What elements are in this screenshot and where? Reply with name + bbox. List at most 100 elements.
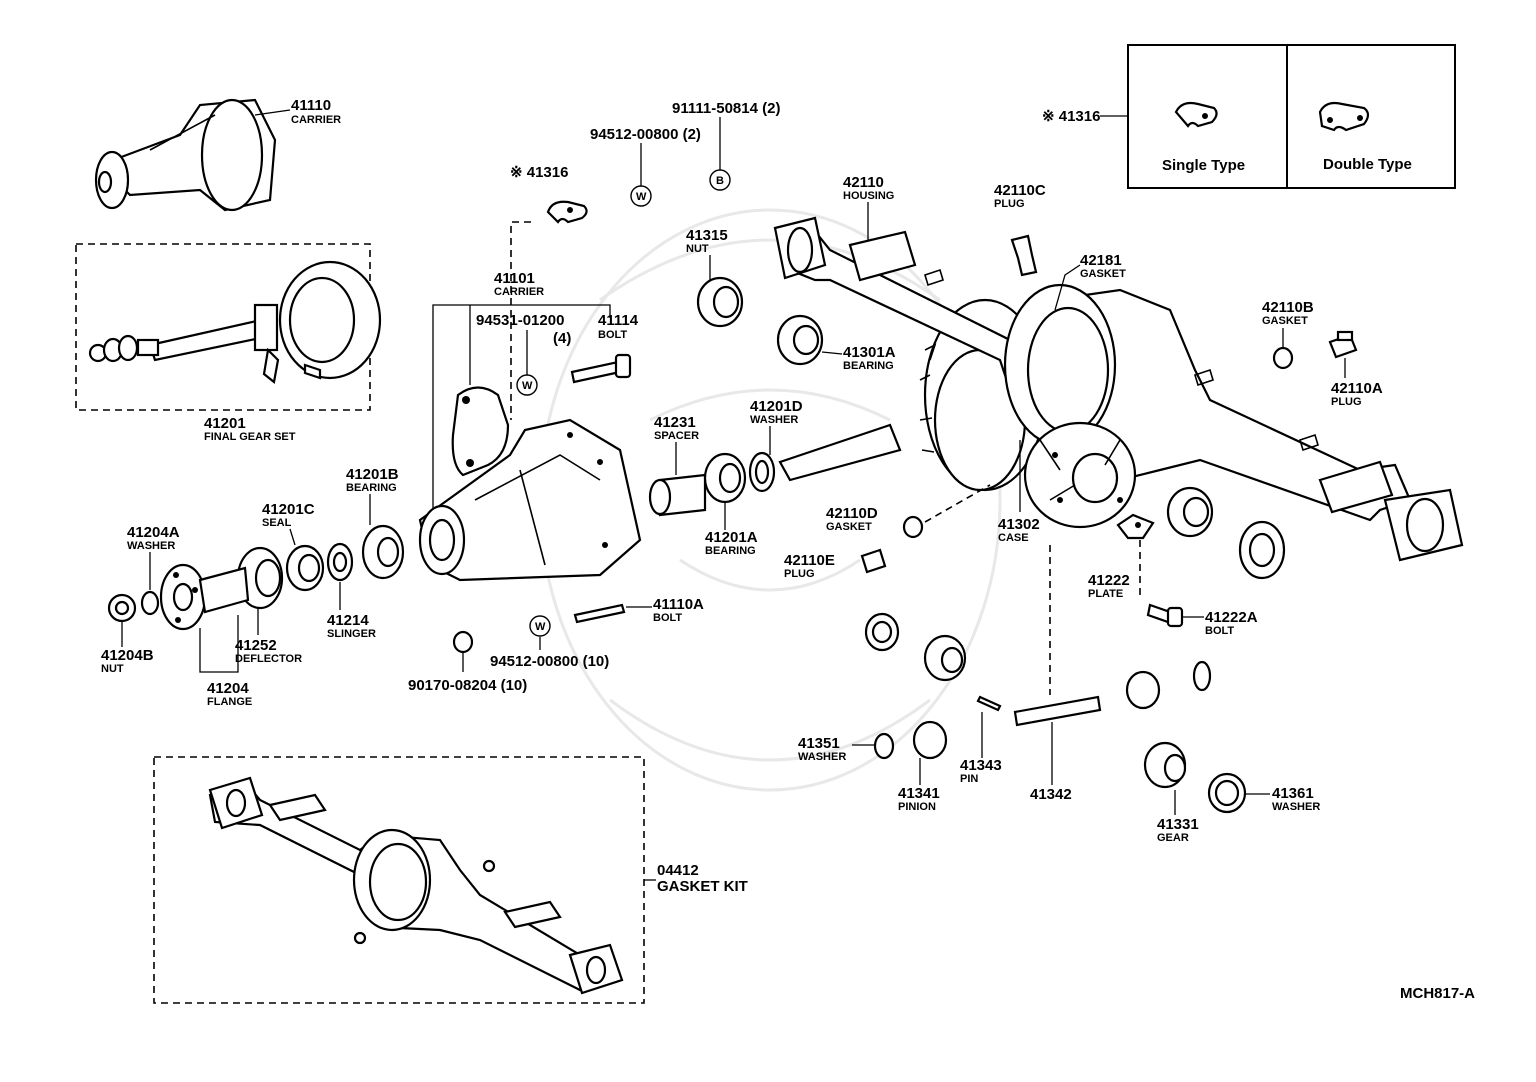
part-42110c-name: PLUG bbox=[994, 198, 1025, 210]
deflector-41252-drawing bbox=[236, 546, 284, 610]
washer-41361-drawing bbox=[1207, 772, 1247, 814]
bolt-41110a-drawing bbox=[573, 603, 626, 624]
part-41331-number: 41331 bbox=[1157, 816, 1199, 833]
part-41341-number: 41341 bbox=[898, 785, 940, 802]
part-42110-name: HOUSING bbox=[843, 190, 894, 202]
shaft-41342-drawing bbox=[1013, 695, 1102, 727]
part-94531-number: 94531-01200 bbox=[476, 312, 564, 329]
part-42110e-number: 42110E bbox=[784, 552, 835, 569]
part-41201-name: FINAL GEAR SET bbox=[204, 431, 296, 443]
part-42181-name: GASKET bbox=[1080, 268, 1126, 280]
part-41351-name: WASHER bbox=[798, 751, 846, 763]
part-42181-number: 42181 bbox=[1080, 252, 1122, 269]
gasket-42110d-drawing bbox=[902, 515, 924, 539]
side-gear-washer-left-drawing bbox=[864, 612, 900, 652]
part-41201d-number: 41201D bbox=[750, 398, 803, 415]
part-41114-name: BOLT bbox=[598, 329, 627, 341]
part-41222-number: 41222 bbox=[1088, 572, 1130, 589]
part-41101-number: 41101 bbox=[494, 270, 535, 287]
part-42110d-name: GASKET bbox=[826, 521, 872, 533]
part-42110b-name: GASKET bbox=[1262, 315, 1308, 327]
pin-41343-drawing bbox=[976, 695, 1002, 712]
type-box-ref: ※ 41316 bbox=[1042, 108, 1100, 125]
bearing-41301a-drawing bbox=[776, 314, 824, 366]
part-41110-name: CARRIER bbox=[291, 114, 341, 126]
part-41316-number: ※ 41316 bbox=[510, 164, 568, 181]
part-41204-number: 41204 bbox=[207, 680, 249, 697]
bearing-41201b-drawing bbox=[361, 524, 405, 580]
part-41114-number: 41114 bbox=[598, 312, 639, 329]
part-41214-number: 41214 bbox=[327, 612, 369, 629]
nut-90170-drawing bbox=[452, 630, 474, 654]
side-gear-41331-drawing bbox=[1143, 741, 1187, 789]
part-41204b-number: 41204B bbox=[101, 647, 154, 664]
part-41301a-name: BEARING bbox=[843, 360, 894, 372]
part-41302-name: CASE bbox=[998, 532, 1029, 544]
plug-42110c-drawing bbox=[1010, 234, 1038, 277]
carrier-assembly-drawing bbox=[94, 98, 277, 212]
part-41222-name: PLATE bbox=[1088, 588, 1123, 600]
part-41301a-number: 41301A bbox=[843, 344, 896, 361]
part-41315-number: 41315 bbox=[686, 227, 728, 244]
part-41343-number: 41343 bbox=[960, 757, 1002, 774]
part-41201a-name: BEARING bbox=[705, 545, 756, 557]
final-gear-set-drawing bbox=[88, 260, 382, 385]
lock-plate-icon bbox=[546, 200, 588, 224]
w-symbol-top: W bbox=[630, 185, 652, 207]
b-symbol: B bbox=[709, 169, 731, 191]
differential-case-drawing bbox=[1023, 421, 1137, 529]
double-type-label: Double Type bbox=[1323, 156, 1412, 173]
part-41201b-number: 41201B bbox=[346, 466, 399, 483]
part-42110d-number: 42110D bbox=[826, 505, 878, 522]
washer-41201d-drawing bbox=[748, 451, 776, 493]
part-41101-name: CARRIER bbox=[494, 286, 544, 298]
part-41231-number: 41231 bbox=[654, 414, 696, 431]
part-41201d-name: WASHER bbox=[750, 414, 798, 426]
svg-text:W: W bbox=[522, 380, 533, 392]
w-symbol-bottom: W bbox=[529, 615, 551, 637]
diagram-code: MCH817-A bbox=[1400, 985, 1475, 1002]
part-41214-name: SLINGER bbox=[327, 628, 376, 640]
flange-41204-drawing bbox=[159, 563, 250, 631]
carrier-41101-drawing bbox=[418, 418, 642, 582]
pinion-41341-drawing bbox=[912, 720, 948, 760]
part-04412-number: 04412 bbox=[657, 862, 699, 879]
single-type-plate-icon bbox=[1174, 101, 1218, 128]
part-94531-qty: (4) bbox=[553, 330, 571, 347]
side-gear-left-drawing bbox=[923, 634, 967, 682]
svg-text:W: W bbox=[535, 621, 546, 633]
part-41252-name: DEFLECTOR bbox=[235, 653, 302, 665]
type-box: ※ 41316 Single Type Double Type bbox=[1042, 44, 1456, 189]
part-90170-number: 90170-08204 (10) bbox=[408, 677, 527, 694]
svg-text:B: B bbox=[716, 175, 724, 187]
svg-text:W: W bbox=[636, 191, 647, 203]
part-41252-number: 41252 bbox=[235, 637, 277, 654]
pinion-right-drawing bbox=[1125, 670, 1161, 710]
part-41110a-name: BOLT bbox=[653, 612, 682, 624]
bolt-41114-drawing bbox=[570, 353, 632, 384]
plug-42110e-drawing bbox=[860, 548, 887, 574]
bolt-41222a-drawing bbox=[1146, 603, 1184, 628]
plate-41222-drawing bbox=[1116, 513, 1155, 540]
part-41302-number: 41302 bbox=[998, 516, 1040, 533]
part-41222a-name: BOLT bbox=[1205, 625, 1234, 637]
part-41204-name: FLANGE bbox=[207, 696, 252, 708]
part-41110a-number: 41110A bbox=[653, 596, 704, 613]
part-41201a-number: 41201A bbox=[705, 529, 758, 546]
part-94512b-number: 94512-00800 (10) bbox=[490, 653, 609, 670]
w-symbol-carrier: W bbox=[516, 374, 538, 396]
part-41343-name: PIN bbox=[960, 773, 978, 785]
washer-41351-drawing bbox=[873, 732, 895, 760]
bearing-41201a-drawing bbox=[703, 452, 747, 504]
part-41110-number: 41110 bbox=[291, 97, 331, 114]
bearing-cap-drawing bbox=[451, 386, 510, 477]
part-41342-number: 41342 bbox=[1030, 786, 1072, 803]
part-94512a-number: 94512-00800 (2) bbox=[590, 126, 701, 143]
part-41341-name: PINION bbox=[898, 801, 936, 813]
part-42110e-name: PLUG bbox=[784, 568, 815, 580]
part-42110a-name: PLUG bbox=[1331, 396, 1362, 408]
part-41361-number: 41361 bbox=[1272, 785, 1314, 802]
washer-41204a-drawing bbox=[140, 590, 160, 616]
gasket-42110b-drawing bbox=[1272, 346, 1294, 370]
